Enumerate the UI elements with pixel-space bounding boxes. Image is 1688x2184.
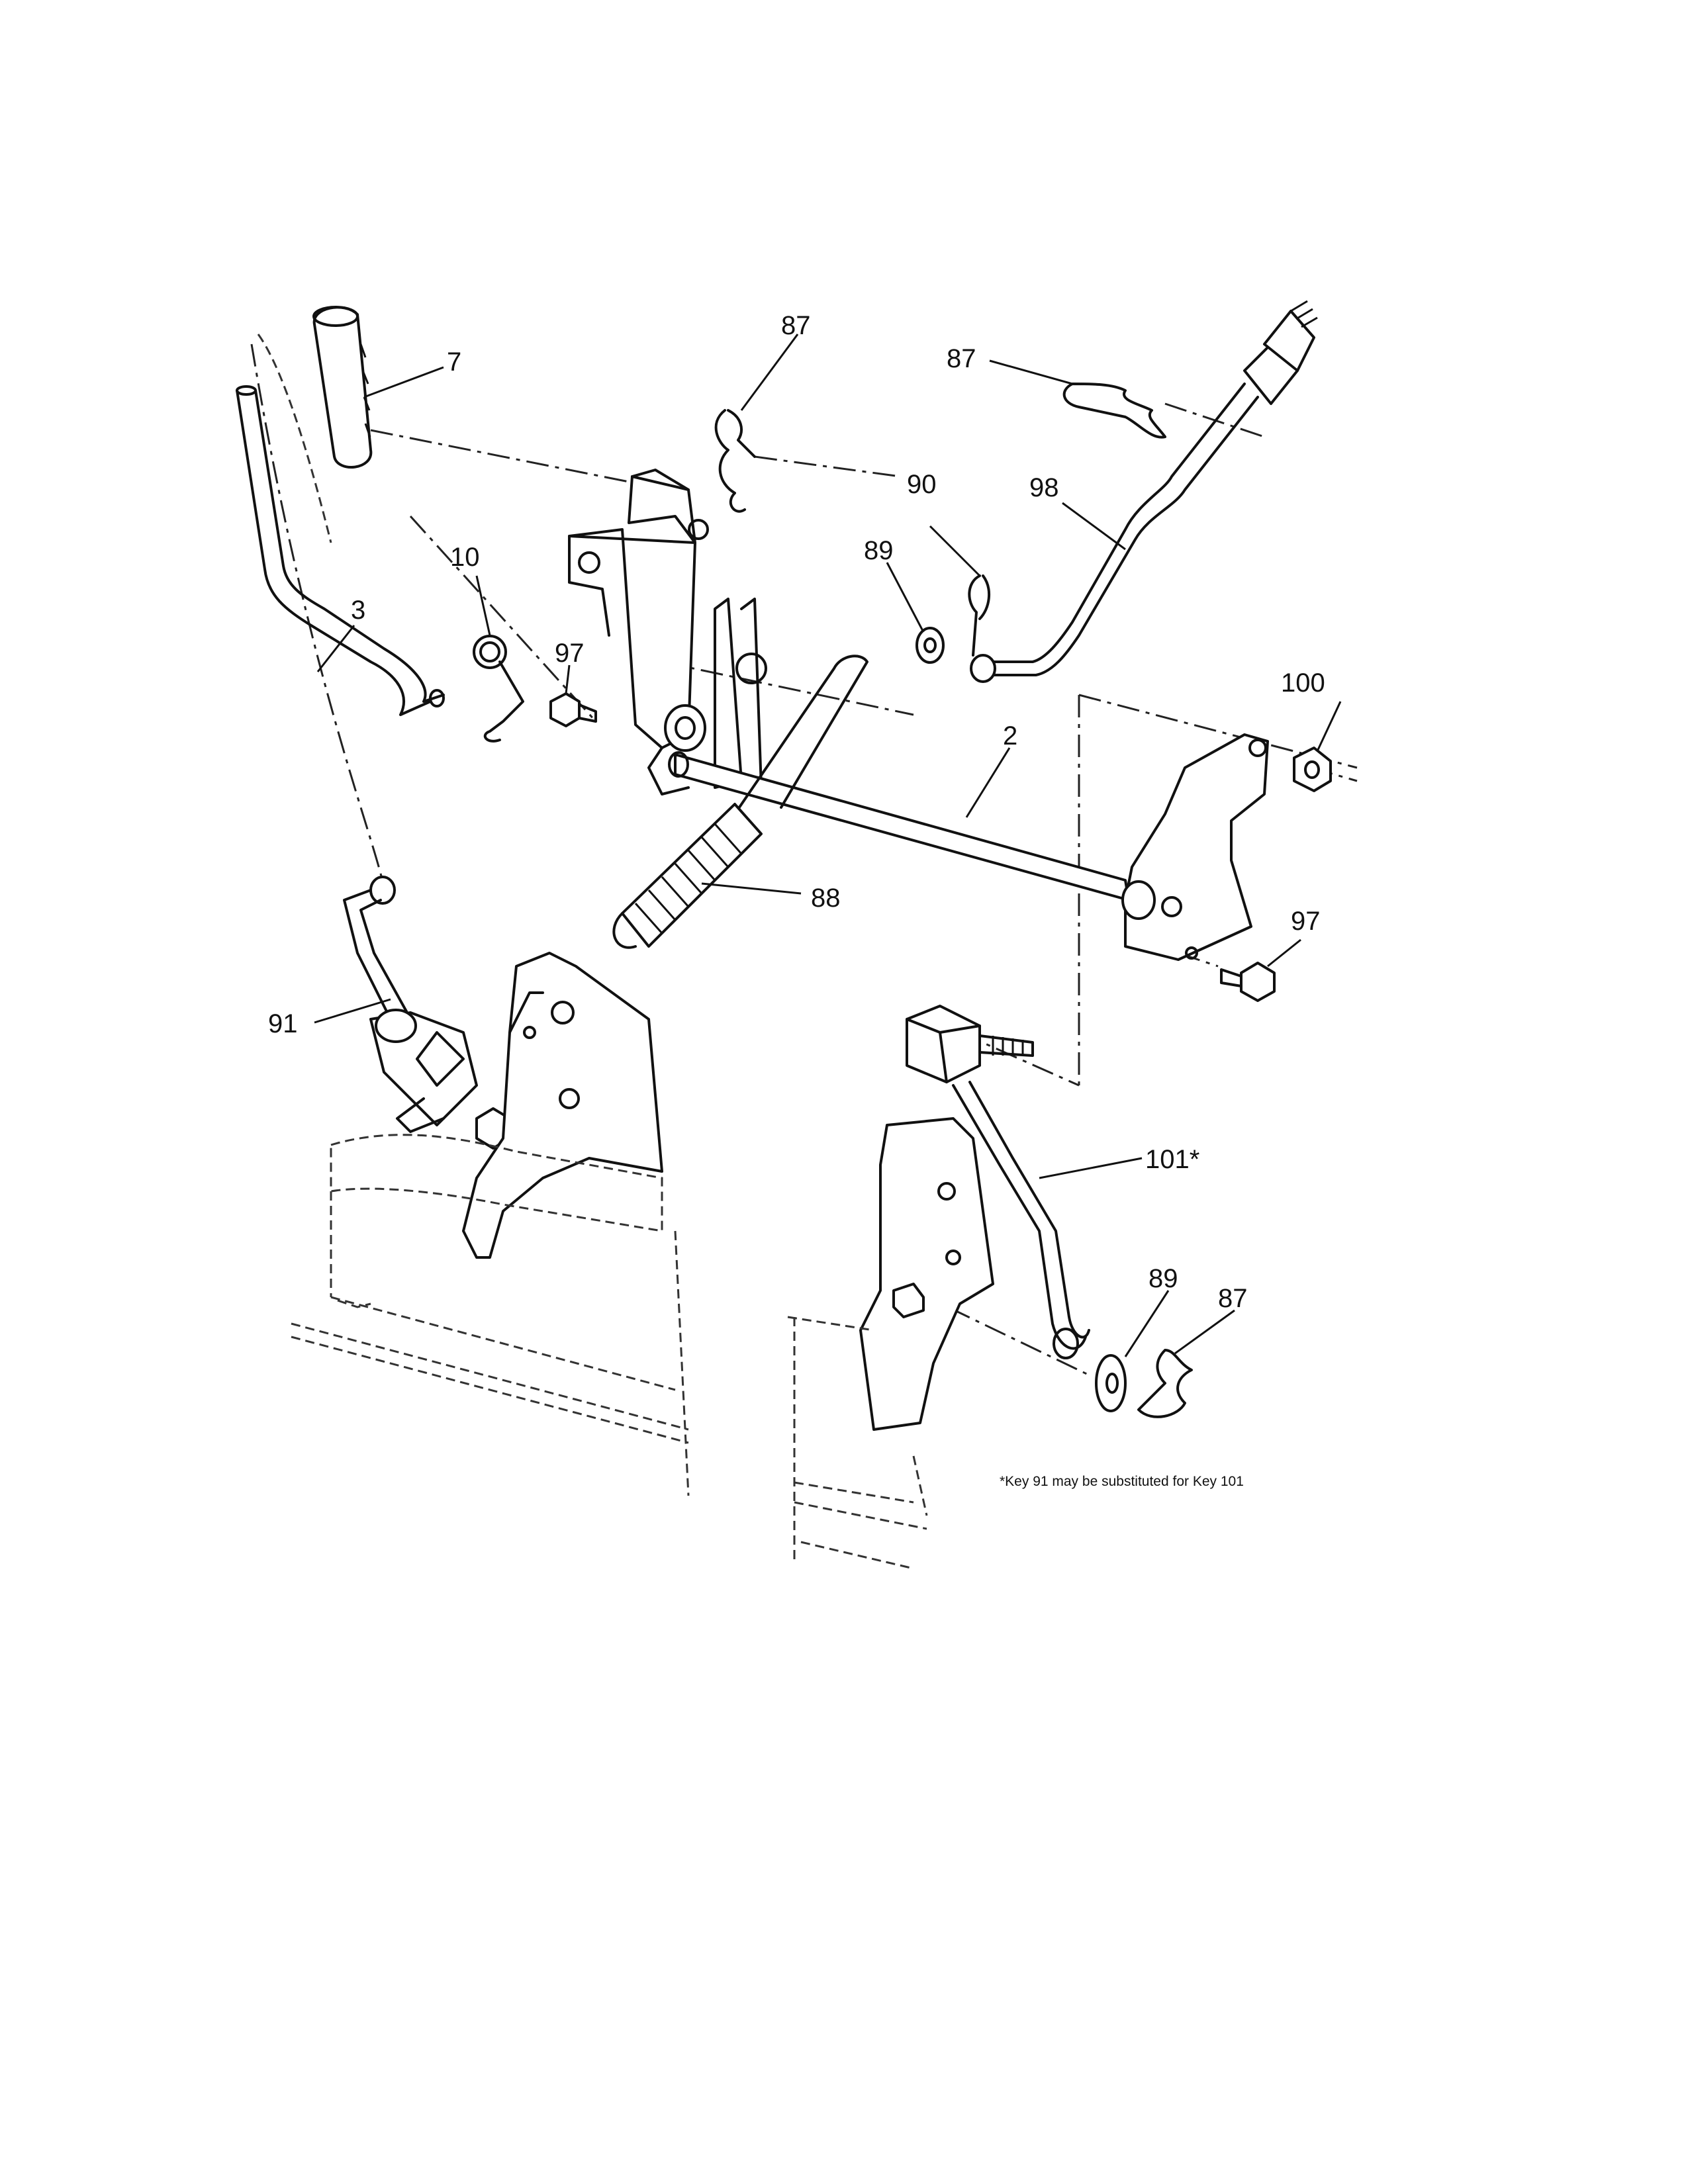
callout-87-bottom: 87 [1218,1284,1248,1313]
right-deck-hanger [787,1117,994,1570]
callout-89-top: 89 [864,536,894,565]
callout-87-top: 87 [781,311,811,340]
callout-98: 98 [1029,473,1059,502]
callout-97-left: 97 [555,639,585,668]
hairpin-clip-part-87-top [714,409,756,513]
extension-spring-part-88 [612,803,763,949]
bolt-part-97-left [549,692,597,727]
callout-7: 7 [447,347,461,377]
callout-101: 101* [1145,1145,1199,1174]
hairpin-clip-part-90 [968,574,991,657]
callout-10: 10 [450,543,480,572]
lift-bracket [568,469,767,796]
callout-90: 90 [907,470,937,499]
hairpin-clip-part-87-bottom [1137,1349,1193,1418]
callout-91: 91 [268,1009,298,1038]
lift-link-part-101 [906,1005,1090,1359]
bolt-part-97-right [1220,962,1276,1002]
leader-lines [314,334,1342,1357]
callout-2: 2 [1003,721,1017,751]
left-deck-hanger [462,952,663,1259]
lift-link-part-91 [343,876,511,1150]
callout-100: 100 [1281,668,1325,698]
washer-part-89-top [915,627,945,664]
adjust-rod-part-98 [970,300,1318,683]
washer-part-89-bottom [1095,1354,1127,1412]
right-lift-arm [1121,733,1269,961]
callout-89-bottom: 89 [1149,1264,1178,1293]
callout-3: 3 [351,596,365,625]
callout-87-right: 87 [947,344,976,373]
left-mower-deck [291,1134,690,1496]
callout-88: 88 [811,884,841,913]
callout-labels: 7 87 87 90 98 89 10 3 97 100 2 88 97 91 … [268,311,1325,1313]
callout-97-right: 97 [1291,907,1321,936]
hairpin-clip-part-87-right [1062,383,1166,439]
torsion-spring-part-10 [473,635,524,743]
hex-nut-part-100 [1293,747,1332,792]
footnote: *Key 91 may be substituted for Key 101 [1000,1474,1244,1489]
grip-part-7 [257,306,373,543]
spring-link-rod [733,655,868,815]
